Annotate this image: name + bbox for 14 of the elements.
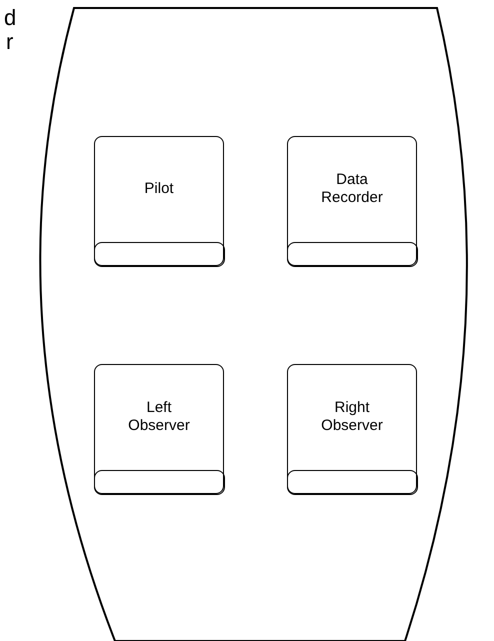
cut-off-text: d — [4, 6, 16, 30]
seat-box — [287, 136, 417, 266]
seat-box — [94, 364, 224, 494]
seat-label: Right Observer — [320, 398, 384, 434]
seat-label: Pilot — [144, 180, 174, 198]
seat-label: Data Recorder — [320, 170, 384, 206]
seat-label: Left Observer — [127, 398, 191, 434]
seat-cushion — [94, 242, 224, 266]
seat-cushion — [94, 470, 224, 494]
cut-off-text: r — [6, 30, 14, 54]
seat-box — [94, 136, 224, 266]
seat-cushion — [286, 470, 418, 494]
seat-box — [287, 364, 417, 494]
seat-cushion — [286, 242, 418, 266]
